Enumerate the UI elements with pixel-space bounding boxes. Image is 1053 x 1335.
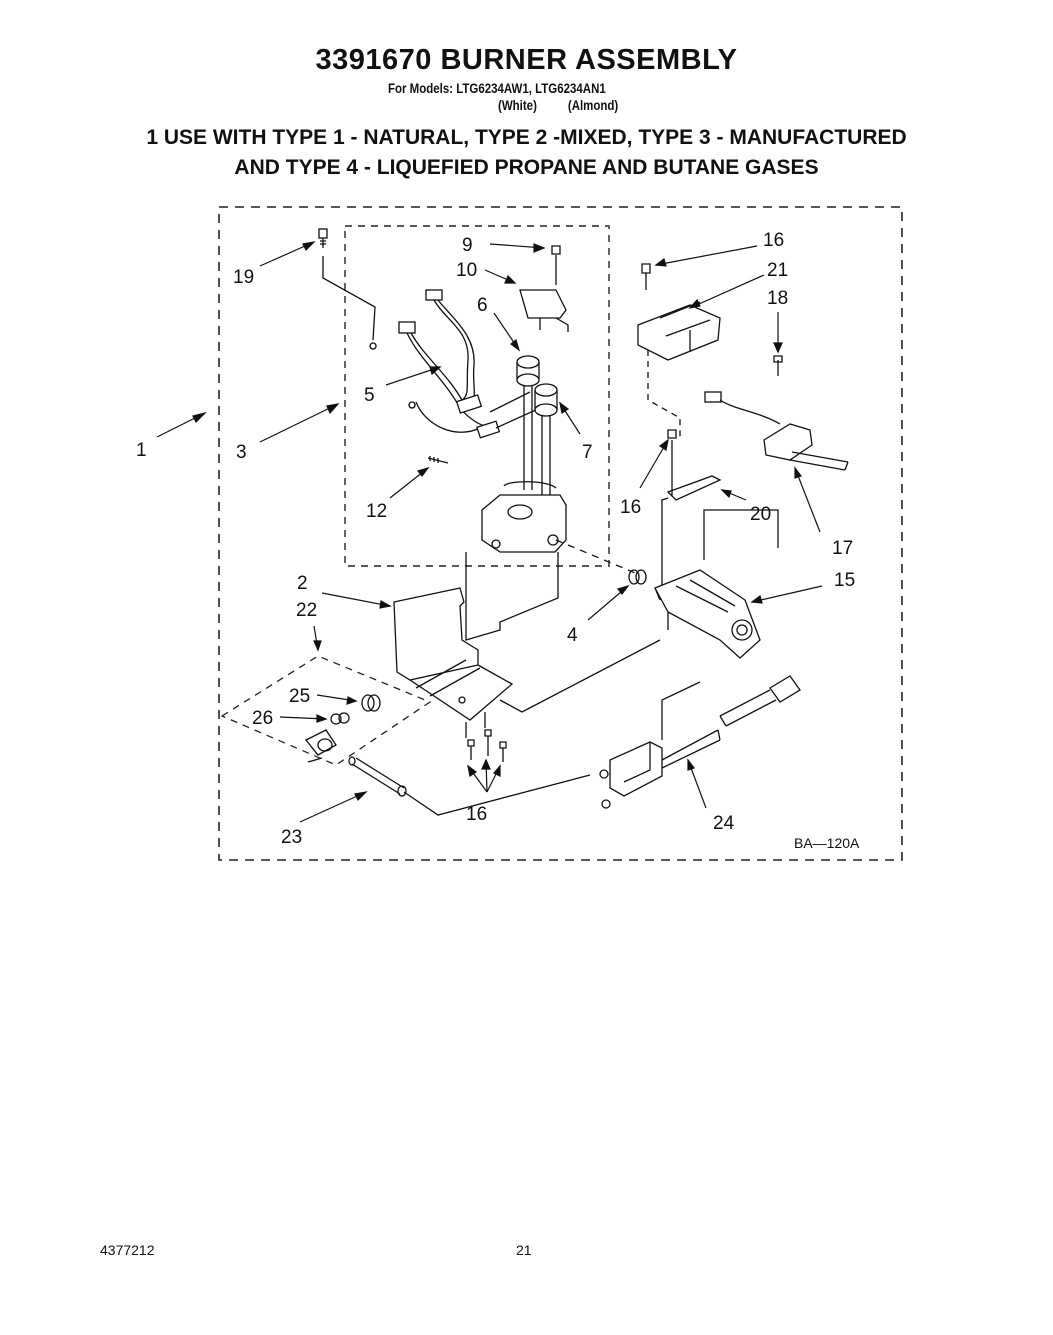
valve-subassembly-outline (344, 225, 610, 567)
callout-2: 2 (297, 573, 308, 594)
gas-valve-24-part (599, 675, 801, 809)
page-title: 3391670 BURNER ASSEMBLY (315, 44, 738, 76)
gas-line-part (465, 552, 559, 641)
assembly-outline (218, 206, 903, 861)
diagram-reference-code: BA—120A (794, 835, 860, 851)
callout-23: 23 (281, 827, 302, 848)
group-22-outline (220, 655, 432, 766)
callout-labels: 1 2 3 4 5 6 7 9 10 12 15 16 16 16 16 17 … (136, 230, 860, 851)
parts-25-26 (304, 694, 381, 763)
callout-16-top: 16 (763, 230, 784, 251)
callout-26: 26 (252, 708, 273, 729)
callout-15: 15 (834, 570, 855, 591)
callout-6: 6 (477, 295, 488, 316)
page-number: 21 (516, 1242, 532, 1258)
screw-16-upper-part (641, 263, 651, 290)
valve-coils-part (516, 245, 569, 495)
bracket-20-part (666, 429, 779, 560)
rod-23-part (348, 756, 591, 816)
callout-19: 19 (233, 267, 254, 288)
callout-16-middle: 16 (620, 497, 641, 518)
color-almond: (Almond) (567, 97, 619, 113)
gas-type-note-line-1: 1 USE WITH TYPE 1 - NATURAL, TYPE 2 -MIX… (146, 126, 907, 149)
ignitor-17-part (704, 391, 849, 471)
screw-18-part (773, 355, 783, 376)
model-colors: (White) (Almond) (498, 97, 618, 113)
gas-line-2-part (499, 497, 669, 713)
gas-type-note-line-2: AND TYPE 4 - LIQUEFIED PROPANE AND BUTAN… (234, 156, 819, 179)
document-number: 4377212 (100, 1242, 155, 1258)
callout-3: 3 (236, 442, 247, 463)
shield-2-part (393, 587, 514, 721)
callout-9: 9 (462, 235, 473, 256)
callout-18: 18 (767, 288, 788, 309)
orifice-4-part (628, 569, 647, 585)
screw-19-part (318, 228, 377, 350)
color-white: (White) (498, 97, 537, 113)
parts-drawing (304, 228, 849, 816)
callout-16-bottom: 16 (466, 804, 487, 825)
screws-16-lower-part (465, 712, 507, 762)
callout-10: 10 (456, 260, 477, 281)
callout-21: 21 (767, 260, 788, 281)
valve-body-part (481, 481, 641, 576)
callout-17: 17 (832, 538, 853, 559)
callout-24: 24 (713, 813, 735, 834)
callout-leaders (156, 241, 823, 823)
callout-25: 25 (289, 686, 310, 707)
callout-7: 7 (582, 442, 593, 463)
models-line: For Models: LTG6234AW1, LTG6234AN1 (388, 80, 606, 96)
callout-4: 4 (567, 625, 578, 646)
callout-20: 20 (750, 504, 771, 525)
callout-22: 22 (296, 600, 317, 621)
callout-1: 1 (136, 440, 147, 461)
callout-12: 12 (366, 501, 387, 522)
sensor-21-part (637, 301, 721, 440)
screw-12-part (427, 456, 449, 464)
callout-5: 5 (364, 385, 375, 406)
burner-15-part (654, 569, 761, 659)
